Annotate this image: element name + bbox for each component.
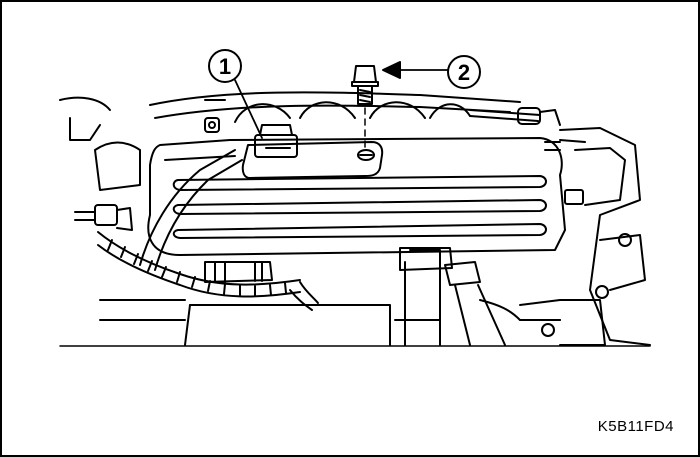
- background-engine-outline: [59, 91, 521, 191]
- right-side-components: [519, 127, 651, 346]
- cable-right: [469, 107, 561, 126]
- sensor-connector: [241, 124, 384, 179]
- hoses: [204, 247, 521, 346]
- left-fitting: [74, 204, 133, 231]
- callout-2-label: 2: [458, 60, 470, 85]
- wiring-harness: [97, 149, 319, 311]
- callout-2-circle: [447, 55, 481, 89]
- intake-housing: [147, 137, 566, 256]
- callout-1-circle: [208, 49, 242, 83]
- figure-code: K5B11FD4: [597, 418, 674, 435]
- leader-lines: [234, 69, 452, 139]
- callout-1-label: 1: [219, 54, 231, 79]
- bottom-components: [99, 299, 561, 346]
- mounting-bolt: [351, 65, 379, 151]
- arrow-head: [382, 61, 401, 79]
